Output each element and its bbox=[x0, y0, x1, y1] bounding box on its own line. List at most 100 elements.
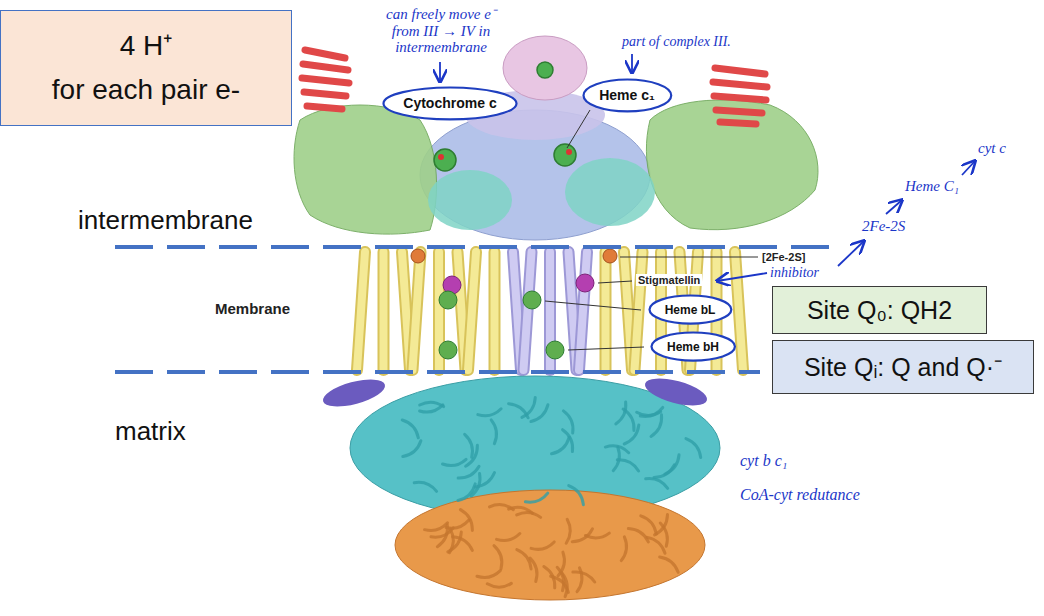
cofactor-spheres bbox=[439, 291, 457, 309]
cofactor-spheres bbox=[523, 291, 541, 309]
protein-texture bbox=[530, 558, 537, 581]
protein-texture bbox=[450, 529, 454, 553]
handwritten-arrow bbox=[631, 54, 633, 73]
leader-line bbox=[545, 110, 758, 350]
protein-membrane bbox=[380, 252, 388, 370]
protein-top bbox=[537, 62, 553, 78]
circle-outline bbox=[649, 296, 731, 324]
box-text: Site Q₀: QH2 bbox=[807, 295, 952, 325]
part-label: Cytochrome c bbox=[403, 95, 496, 112]
handwritten-note: part of complex III. bbox=[622, 34, 731, 49]
protein-membrane bbox=[735, 252, 743, 370]
protein-matrix bbox=[642, 373, 710, 411]
handwritten-arrow bbox=[439, 62, 441, 82]
leader-line bbox=[568, 347, 644, 350]
protein-texture bbox=[478, 409, 501, 416]
leader-line bbox=[567, 110, 590, 148]
protein-texture bbox=[646, 478, 668, 488]
circle-outline bbox=[383, 87, 516, 119]
protein-texture bbox=[466, 445, 478, 466]
handwritten-note: inhibitor bbox=[770, 265, 819, 280]
protein-texture bbox=[624, 425, 639, 444]
protein-texture bbox=[665, 455, 679, 474]
protein-texture bbox=[551, 576, 569, 592]
handwritten-arrow bbox=[886, 200, 902, 214]
protein-top bbox=[554, 144, 576, 166]
handwritten-arrow bbox=[962, 161, 975, 175]
protein-texture bbox=[458, 484, 475, 501]
protein-texture bbox=[522, 398, 535, 418]
protein-texture bbox=[471, 473, 480, 495]
protein-texture bbox=[605, 446, 628, 453]
protein-membrane bbox=[357, 252, 365, 370]
protein-texture bbox=[497, 533, 520, 540]
handwritten-note: cyt c bbox=[978, 140, 1006, 157]
note-box: 4 H⁺ for each pair e- bbox=[0, 10, 292, 126]
region-label: intermembrane bbox=[78, 206, 253, 235]
protein-texture bbox=[420, 405, 443, 412]
protein-texture bbox=[531, 405, 548, 422]
cofactor-spheres bbox=[576, 274, 594, 292]
protein-texture bbox=[490, 505, 514, 510]
protein-membrane bbox=[579, 252, 587, 370]
leader-line bbox=[545, 301, 641, 310]
box-text: Site Qᵢ: Q and Q·⁻ bbox=[804, 352, 1002, 382]
protein-membrane bbox=[524, 252, 532, 370]
cofactor-spheres bbox=[546, 341, 564, 359]
circled-label: Cytochrome c bbox=[382, 86, 518, 121]
protein-texture bbox=[585, 533, 609, 538]
protein-texture bbox=[616, 402, 626, 424]
protein-texture bbox=[628, 529, 648, 542]
protein-top bbox=[438, 154, 444, 160]
protein-membrane bbox=[602, 252, 610, 370]
protein-texture bbox=[654, 465, 674, 478]
protein-top bbox=[294, 105, 437, 234]
protein-texture bbox=[641, 516, 657, 534]
protein-top bbox=[566, 149, 572, 155]
protein-texture bbox=[525, 493, 547, 502]
circled-label: Heme bL bbox=[648, 294, 733, 325]
protein-top bbox=[434, 149, 456, 171]
protein-texture bbox=[475, 473, 494, 487]
protein-membrane bbox=[357, 252, 365, 370]
protein-membrane bbox=[735, 252, 743, 370]
box-text: 4 H⁺ bbox=[120, 29, 173, 63]
protein-top bbox=[713, 68, 767, 124]
site-box: Site Q₀: QH2 bbox=[772, 286, 987, 334]
leader-line bbox=[620, 257, 758, 258]
protein-membrane bbox=[378, 252, 390, 370]
protein-texture bbox=[477, 571, 500, 578]
protein-texture bbox=[572, 529, 592, 542]
protein-texture bbox=[617, 460, 638, 471]
protein-texture bbox=[517, 550, 531, 569]
protein-texture bbox=[651, 415, 662, 437]
protein-top bbox=[503, 36, 587, 100]
protein-membrane bbox=[635, 252, 643, 370]
protein-texture bbox=[494, 546, 502, 569]
protein-texture bbox=[403, 441, 421, 457]
handwritten-note: 2Fe-2S bbox=[862, 218, 905, 235]
region-label: [2Fe-2S] bbox=[762, 251, 805, 263]
circled-label: Heme bH bbox=[650, 331, 736, 362]
protein-matrix bbox=[320, 374, 388, 412]
protein-texture bbox=[660, 557, 678, 572]
handwritten-note: can freely move e⁻ from III → IV in inte… bbox=[385, 6, 497, 56]
protein-membrane bbox=[413, 252, 421, 370]
protein-texture bbox=[623, 409, 634, 430]
handwritten-arrow bbox=[717, 273, 767, 281]
circle-outline bbox=[583, 79, 671, 111]
protein-texture bbox=[465, 434, 473, 457]
part-label: Heme c₁ bbox=[599, 87, 655, 104]
box-text: for each pair e- bbox=[52, 73, 240, 107]
protein-membrane bbox=[600, 252, 612, 370]
protein-texture bbox=[487, 583, 511, 587]
protein-texture bbox=[446, 520, 469, 528]
protein-membrane bbox=[468, 252, 476, 370]
protein-texture bbox=[531, 542, 554, 549]
protein-texture bbox=[566, 519, 570, 543]
protein-texture bbox=[402, 420, 418, 438]
protein-texture bbox=[637, 412, 661, 416]
protein-texture bbox=[402, 398, 700, 597]
region-label: Stigmatellin bbox=[636, 274, 702, 286]
protein-membrane bbox=[491, 252, 499, 370]
